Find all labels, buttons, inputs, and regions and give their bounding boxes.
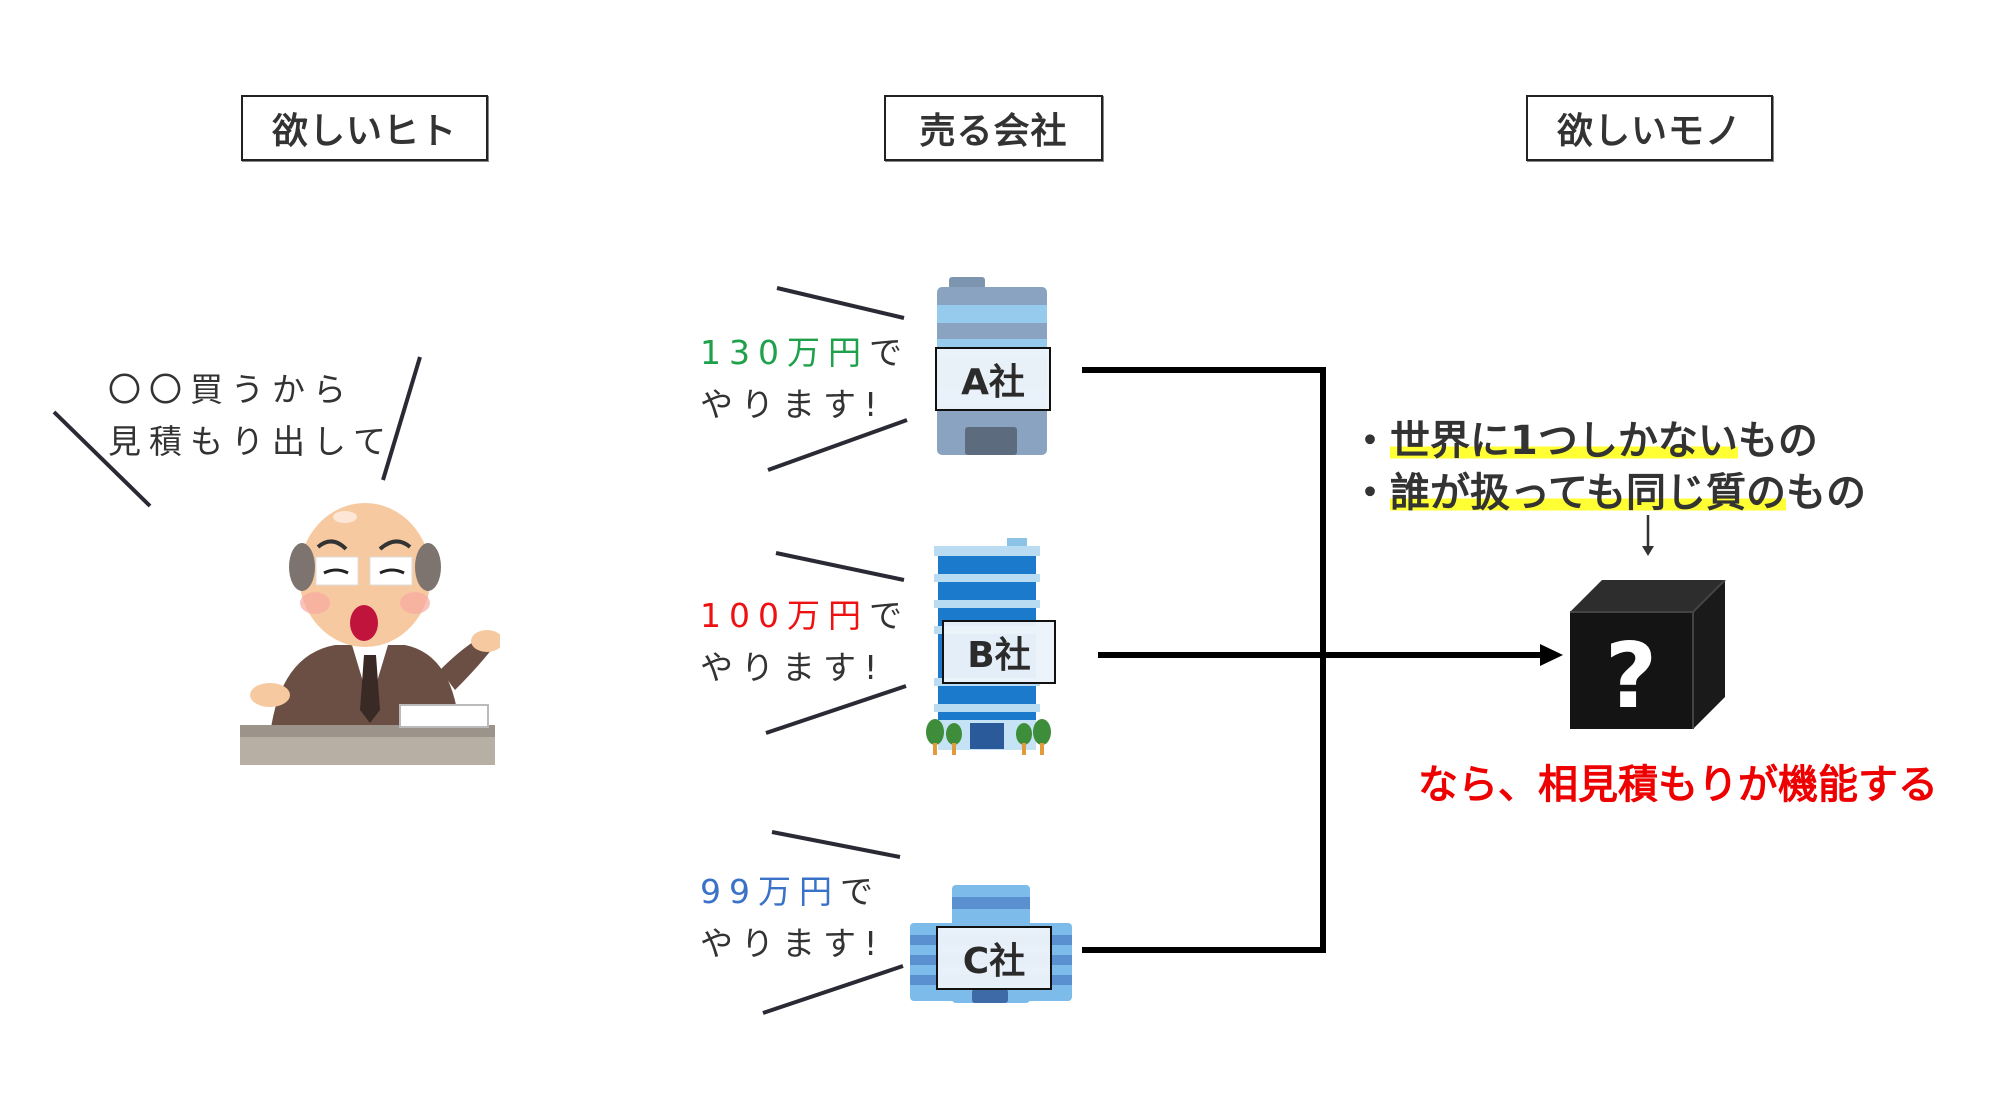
speech-stroke-left xyxy=(52,410,152,508)
condition-2-rest: もの xyxy=(1786,470,1866,516)
speech-stroke-a-top xyxy=(776,286,905,320)
buyer-speech: 〇〇買うから 見積もり出して xyxy=(108,364,394,468)
company-c-price-suffix: で xyxy=(840,872,881,911)
company-a-price-suffix: で xyxy=(869,333,910,372)
company-a-offer: 130万円で やります! xyxy=(700,327,910,431)
question-mark-icon: ? xyxy=(1605,624,1657,729)
condition-1-rest: もの xyxy=(1737,418,1818,464)
speech-stroke-right xyxy=(381,356,422,481)
arrow-head-icon xyxy=(1540,644,1563,666)
speech-stroke-b-bottom xyxy=(765,684,907,735)
header-buyer: 欲しいヒト xyxy=(241,95,488,161)
buyer-speech-line1: 〇〇買うから xyxy=(108,370,354,409)
company-c-offer-line2: やります! xyxy=(700,924,886,963)
speech-stroke-b-top xyxy=(775,551,905,582)
company-c-label: C社 xyxy=(936,926,1052,990)
condition-item-1: ・世界に1つしかないもの xyxy=(1350,408,1818,466)
company-a-price: 130万円 xyxy=(700,333,869,372)
header-product: 欲しいモノ xyxy=(1526,95,1773,161)
condition-1-highlight: 世界に1つしかない xyxy=(1390,418,1738,464)
company-b-offer-line2: やります! xyxy=(700,648,886,687)
company-b-price: 100万円 xyxy=(700,596,869,635)
condition-2-highlight: 誰が扱っても同じ質の xyxy=(1390,470,1786,516)
company-b-price-suffix: で xyxy=(869,596,910,635)
company-b-label: B社 xyxy=(942,620,1056,684)
bullet-icon: ・ xyxy=(1350,470,1390,516)
down-arrow-head-icon xyxy=(1642,546,1654,556)
company-b-offer: 100万円で やります! xyxy=(700,590,910,694)
company-c-offer: 99万円で やります! xyxy=(700,866,885,970)
buyer-illustration-icon xyxy=(240,503,500,765)
buyer-speech-line2: 見積もり出して xyxy=(108,422,395,461)
speech-stroke-c-bottom xyxy=(762,964,904,1015)
company-c-price: 99万円 xyxy=(700,872,840,911)
speech-stroke-c-top xyxy=(771,830,901,859)
mystery-box-icon: ? xyxy=(1570,580,1726,729)
header-sellers: 売る会社 xyxy=(884,95,1103,161)
company-a-label: A社 xyxy=(935,347,1051,411)
speech-stroke-a-bottom xyxy=(767,418,908,472)
company-a-offer-line2: やります! xyxy=(700,385,886,424)
bullet-icon: ・ xyxy=(1350,418,1390,464)
connector-a xyxy=(1082,367,1326,953)
conclusion-text: なら、相見積もりが機能する xyxy=(1418,762,1938,808)
condition-item-2: ・誰が扱っても同じ質のもの xyxy=(1350,460,1866,518)
